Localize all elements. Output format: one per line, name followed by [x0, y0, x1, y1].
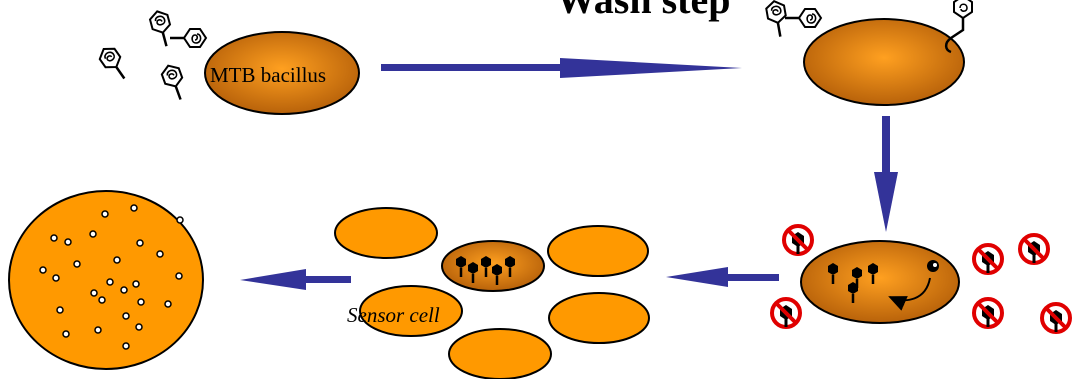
curved-arrow-icon: [888, 277, 931, 311]
wash-step-title: Wash step: [556, 0, 731, 22]
no-phage-icon: [1018, 233, 1050, 265]
phage-icon: [158, 61, 191, 104]
no-phage-icon: [1040, 302, 1072, 334]
plaque: [64, 238, 72, 246]
plaque: [122, 342, 130, 350]
plaque: [90, 289, 98, 297]
plaque: [176, 216, 184, 224]
plaque-plate: [8, 190, 204, 370]
plaque: [62, 330, 70, 338]
sensor-cell: [359, 285, 463, 337]
plaque: [56, 306, 64, 314]
plaque: [132, 280, 140, 288]
phage-icon: [95, 42, 133, 85]
plaque: [156, 250, 164, 258]
phage-genome-icon: [927, 260, 939, 272]
sensor-cells-group: [334, 207, 650, 379]
sensor-cell-label: Sensor cell: [347, 303, 440, 327]
plaque: [94, 326, 102, 334]
injecting-phage-icon: [944, 0, 973, 54]
no-phage-icon: [972, 297, 1004, 329]
washed-phages-group: [763, 0, 823, 40]
infected-bacillus: [803, 18, 965, 106]
bacillus-label: MTB bacillus: [210, 63, 326, 87]
infected-bacillus-among-sensors: [441, 240, 545, 292]
plaque: [106, 278, 114, 286]
plaque: [164, 300, 172, 308]
plaque: [52, 274, 60, 282]
arrow-to-sensor: [666, 267, 779, 287]
plaque: [50, 234, 58, 242]
plaque: [120, 286, 128, 294]
sensor-cell: [548, 292, 650, 344]
plaque: [122, 312, 130, 320]
plaque: [101, 210, 109, 218]
plaque: [98, 296, 106, 304]
no-phage-icon: [770, 297, 802, 329]
plaque: [39, 266, 47, 274]
sensor-cell: [448, 328, 552, 379]
phage-icon: [147, 7, 177, 50]
arrow-to-virucide: [874, 116, 898, 232]
arrow-to-plaque: [240, 269, 351, 290]
no-phage-icon: [972, 243, 1004, 275]
sensor-cell: [334, 207, 438, 259]
sensor-cell: [547, 225, 649, 277]
plaque: [135, 323, 143, 331]
free-phages-group: [95, 7, 208, 104]
plaque: [73, 260, 81, 268]
plaque: [113, 256, 121, 264]
plaques-group: [39, 204, 184, 350]
no-phage-icon: [782, 224, 814, 256]
bacillus-with-progeny: [800, 240, 960, 324]
phage-icon: [783, 7, 823, 29]
arrow-to-wash: [381, 58, 742, 78]
plaque: [136, 239, 144, 247]
plaque: [130, 204, 138, 212]
mtb-bacillus: [204, 31, 360, 115]
plaque: [137, 298, 145, 306]
phage-icon: [168, 27, 208, 49]
plaque: [89, 230, 97, 238]
plaque: [175, 272, 183, 280]
